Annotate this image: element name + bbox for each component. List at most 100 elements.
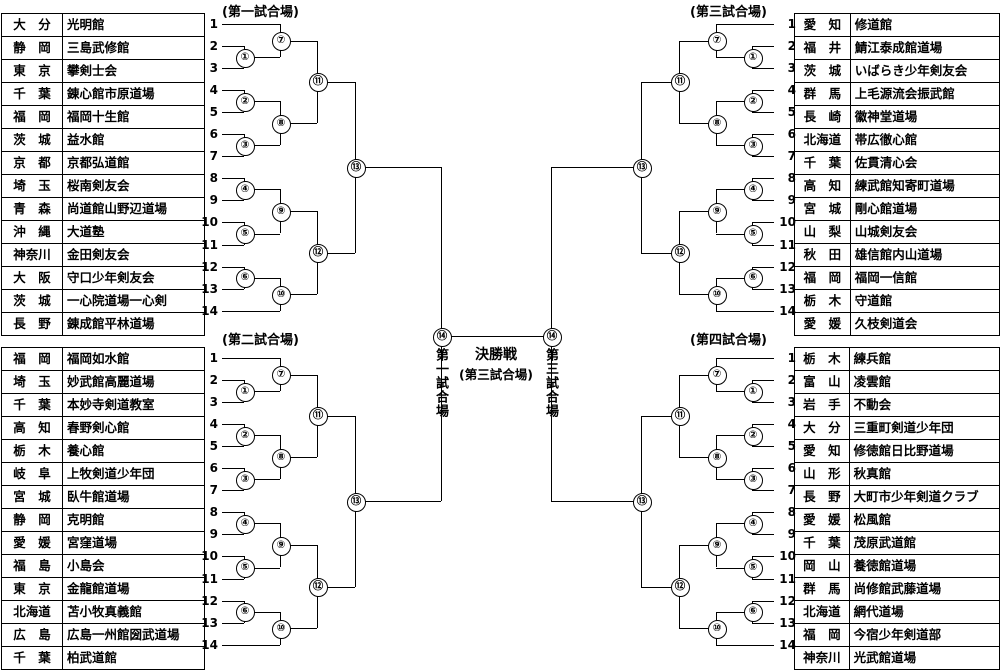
v3-match-4: ④ (743, 180, 763, 200)
v1-seed-line-12 (222, 266, 244, 268)
v3-seed-line-6 (752, 134, 774, 136)
dojo-name-cell: 広島一州館圀武道場 (62, 623, 205, 647)
dojo-name-cell: 雄信館内山道場 (849, 243, 1000, 267)
prefecture-cell: 茨 城 (1, 289, 63, 313)
v2-seed-number-10: 10 (201, 549, 218, 564)
v2-seed-number-7: 7 (209, 483, 218, 498)
v4-seed-line-1 (716, 358, 774, 360)
dojo-name-cell: 守道館 (849, 289, 1000, 313)
dojo-name-cell: 練武館知寄町道場 (849, 174, 1000, 198)
v1-seed-number-12: 12 (201, 259, 218, 274)
v1-seed-number-5: 5 (209, 105, 218, 120)
prefecture-cell: 愛 媛 (794, 508, 850, 532)
v1-match-1: ① (235, 48, 255, 68)
right-semifinal-feed-bottom (551, 501, 602, 503)
v2-match-5: ⑤ (235, 559, 255, 578)
v3-r2-feed-a-2 (716, 101, 752, 103)
v3-r2-feed-a-3 (716, 189, 752, 191)
v1-r3-feed-b-2 (280, 294, 317, 296)
prefecture-cell: 栃 木 (794, 347, 850, 371)
dojo-name-cell: 帯広徹心館 (849, 128, 1000, 152)
v2-seed-number-12: 12 (201, 593, 218, 608)
v1-seed-number-11: 11 (201, 237, 218, 252)
v3-seed-number-10: 10 (779, 215, 796, 230)
table-row: 埼 玉妙武館高麗道場 (1, 370, 205, 394)
table-row: 京 都京都弘道館 (1, 151, 205, 175)
v3-seed-line-8 (752, 178, 774, 180)
v4-seed-number-6: 6 (787, 461, 796, 476)
dojo-name-cell: 福岡一信館 (849, 266, 1000, 290)
final-title: 決勝戦 (475, 347, 517, 363)
table-row: 長 野錬成館平林道場 (1, 312, 205, 336)
dojo-name-cell: 三重町剣道少年団 (848, 416, 1000, 440)
v2-seed-line-9 (222, 534, 244, 536)
table-row: 愛 媛久枝剣道会 (794, 312, 1000, 336)
dojo-name-cell: 養心館 (62, 439, 205, 463)
left-semifinal-feed-bottom (394, 501, 441, 503)
table-row: 栃 木養心館 (1, 439, 205, 463)
table-row: 福 岡福岡一信館 (794, 266, 1000, 290)
v3-seed-number-7: 7 (787, 149, 796, 164)
v3-r2-feed-a-4 (716, 277, 752, 279)
dojo-name-cell: 錬成館平林道場 (62, 312, 205, 336)
dojo-name-cell: 金田剣友会 (62, 243, 205, 267)
prefecture-cell: 長 野 (1, 312, 63, 336)
v1-r2-feed-b-3 (244, 233, 280, 235)
v4-seed-number-7: 7 (787, 483, 796, 498)
v3-seed-line-11 (752, 244, 774, 246)
dojo-name-cell: 克明館 (62, 508, 205, 532)
dojo-name-cell: 益水館 (62, 128, 205, 152)
table-row: 高 知練武館知寄町道場 (794, 174, 1000, 198)
dojo-name-cell: 不動会 (848, 393, 1000, 417)
v3-r4-feed-a (641, 81, 679, 83)
v4-r2-feed-b-1 (716, 391, 752, 393)
table-row: 大 分光明館 (1, 13, 205, 37)
table-row: 福 岡福岡十生館 (1, 105, 205, 129)
table-row: 茨 城一心院道場一心剣 (1, 289, 205, 313)
prefecture-cell: 高 知 (794, 174, 851, 198)
prefecture-cell: 栃 木 (1, 439, 63, 463)
table-row: 長 野大町市少年剣道クラブ (794, 485, 1000, 509)
v3-r4-feed-b (641, 252, 679, 254)
table-row: 北海道網代道場 (794, 600, 1000, 624)
v3-match-7: ⑦ (707, 32, 727, 52)
venue-caption-1: (第一試合場) (222, 5, 299, 20)
v2-match-3: ③ (235, 470, 255, 490)
prefecture-cell: 静 岡 (1, 36, 63, 60)
table-row: 大 分三重町剣道少年団 (794, 416, 1000, 440)
v4-seed-line-11 (752, 578, 774, 580)
v1-seed-number-8: 8 (209, 171, 218, 186)
v3-match-11: ⑪ (670, 73, 690, 93)
dojo-name-cell: 鯖江泰成館道場 (849, 36, 1000, 60)
table-row: 秋 田雄信館内山道場 (794, 243, 1000, 267)
prefecture-cell: 茨 城 (1, 128, 63, 152)
v4-r2-feed-b-3 (716, 567, 752, 569)
venue-caption-3: (第三試合場) (690, 5, 767, 20)
v2-seed-number-5: 5 (209, 439, 218, 454)
prefecture-cell: 長 野 (794, 485, 850, 509)
dojo-name-cell: 春野剣心館 (62, 416, 205, 440)
prefecture-cell: 青 森 (1, 197, 63, 221)
left-final-match-number: ⑭ (432, 327, 452, 347)
prefecture-cell: 大 分 (1, 13, 63, 37)
table-row: 沖 縄大道塾 (1, 220, 205, 244)
table-row: 愛 知修道館 (794, 13, 1000, 37)
dojo-name-cell: 凌雲館 (848, 370, 1000, 394)
right-semifinal-feed-top (551, 167, 602, 169)
final-match-line (441, 336, 551, 337)
v3-r2-feed-b-3 (716, 233, 752, 235)
table-row: 福 岡今宿少年剣道部 (794, 623, 1000, 647)
v2-r3-feed-a-1 (280, 374, 317, 376)
v1-seed-line-3 (222, 68, 244, 70)
dojo-name-cell: 本妙寺剣道教室 (62, 393, 205, 417)
v2-seed-line-10 (222, 556, 244, 558)
v1-match-2: ② (235, 92, 255, 112)
v3-seed-line-14 (716, 310, 774, 312)
v1-match-4: ④ (235, 180, 255, 200)
v1-seed-number-10: 10 (201, 215, 218, 230)
v2-seed-line-7 (222, 490, 244, 492)
v2-seed-number-4: 4 (209, 417, 218, 432)
v1-seed-number-9: 9 (209, 193, 218, 208)
table-row: 東 京金龍館道場 (1, 577, 205, 601)
v4-match-1: ① (743, 382, 763, 402)
